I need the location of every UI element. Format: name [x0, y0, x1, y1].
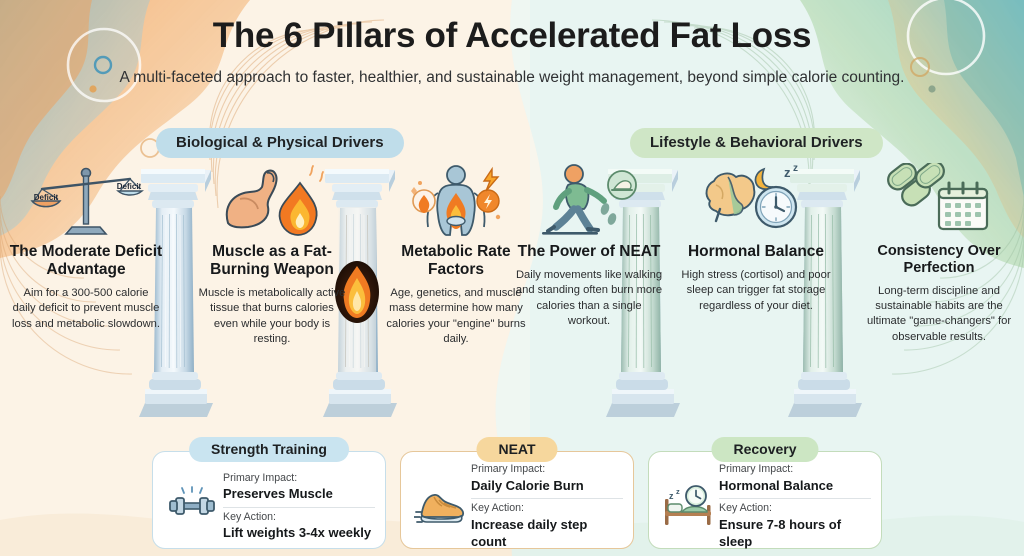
chain-calendar-icon — [855, 163, 1023, 237]
card-2-badge: NEAT — [476, 437, 558, 462]
page-subtitle: A multi-faceted approach to faster, heal… — [119, 69, 905, 87]
card-2-action-row: Key Action: Increase daily step count — [471, 497, 623, 554]
card-strength-training[interactable]: Primary Impact: Preserves Muscle Key Act… — [152, 451, 386, 549]
svg-text:z: z — [784, 165, 791, 180]
running-shoe-icon — [409, 474, 471, 526]
pillar-1-title: The Moderate Deficit Advantage — [9, 243, 163, 279]
card-3-action-label: Key Action: — [719, 501, 772, 514]
page-title: The 6 Pillars of Accelerated Fat Loss — [212, 16, 812, 55]
pillar-6: Consistency Over Perfection Long-term di… — [855, 163, 1023, 345]
pillar-2: Muscle as a Fat-Burning Weapon Muscle is… — [188, 163, 356, 347]
svg-text:z: z — [676, 487, 680, 496]
pillar-4-description: Daily movements like walking and standin… — [515, 269, 663, 327]
card-3-action-row: Key Action: Ensure 7-8 hours of sleep — [719, 497, 871, 554]
card-1-action-row: Key Action: Lift weights 3-4x weekly — [223, 506, 375, 546]
card-3-impact-value: Hormonal Balance — [719, 477, 834, 493]
card-2-body: Primary Impact: Daily Calorie Burn Key A… — [471, 446, 623, 554]
section-header-biological: Biological & Physical Drivers — [156, 128, 404, 158]
pillar-4: The Power of NEAT Daily movements like w… — [505, 163, 673, 329]
brain-clock-moon-icon: z z — [672, 163, 840, 237]
card-1-impact-label: Primary Impact: — [223, 471, 298, 484]
walking-person-icon — [505, 163, 673, 237]
card-3-badge: Recovery — [711, 437, 819, 462]
pillar-5: z z Hormonal Balance High stress (cortis… — [672, 163, 840, 314]
pillar-4-title: The Power of NEAT — [517, 243, 661, 260]
pillar-3: Metabolic Rate Factors Age, genetics, an… — [372, 163, 540, 347]
pillar-5-title: Hormonal Balance — [687, 243, 825, 260]
balance-scale-icon: Deficit Deficit — [2, 163, 170, 237]
svg-text:z: z — [669, 491, 674, 501]
pillar-1: Deficit Deficit The Moderate Deficit Adv… — [2, 163, 170, 332]
dumbbell-icon — [161, 474, 223, 526]
pillar-1-description: Aim for a 300-500 calorie daily deficit … — [12, 287, 160, 330]
card-1-action-value: Lift weights 3-4x weekly — [223, 525, 372, 541]
header: The 6 Pillars of Accelerated Fat Loss A … — [0, 16, 1024, 89]
pillar-5-description: High stress (cortisol) and poor sleep ca… — [681, 269, 831, 312]
pillar-6-title: Consistency Over Perfection — [877, 243, 1001, 276]
card-1-action-label: Key Action: — [223, 510, 276, 523]
card-2-impact-label: Primary Impact: — [471, 463, 546, 475]
column-4 — [787, 168, 863, 418]
card-2-action-value: Increase daily step count — [471, 516, 588, 549]
card-3-impact-row: Primary Impact: Hormonal Balance — [719, 460, 871, 498]
card-1-impact-row: Primary Impact: Preserves Muscle — [223, 469, 375, 507]
card-recovery[interactable]: z z Primary Impact: Hormonal Balance Key… — [648, 451, 882, 549]
pillar-3-title: Metabolic Rate Factors — [401, 243, 511, 279]
pillar-3-description: Age, genetics, and muscle mass determine… — [386, 287, 526, 345]
card-3-impact-label: Primary Impact: — [719, 463, 794, 475]
pillar-6-description: Long-term discipline and sustainable hab… — [866, 284, 1012, 343]
card-1-body: Primary Impact: Preserves Muscle Key Act… — [223, 455, 375, 546]
card-3-body: Primary Impact: Hormonal Balance Key Act… — [719, 446, 871, 554]
card-1-badge: Strength Training — [189, 437, 349, 462]
section-header-lifestyle: Lifestyle & Behavioral Drivers — [630, 128, 883, 158]
bed-sleep-clock-icon: z z — [657, 473, 719, 527]
summary-cards: Strength Training Primary Impact: Pre — [0, 437, 1024, 549]
pillars-container: Deficit Deficit The Moderate Deficit Adv… — [0, 163, 1024, 428]
card-neat[interactable]: Primary Impact: Daily Calorie Burn Key A… — [400, 451, 634, 549]
card-2-impact-row: Primary Impact: Daily Calorie Burn — [471, 460, 623, 498]
svg-text:z: z — [793, 163, 798, 174]
flexed-bicep-flame-icon — [188, 163, 356, 237]
pillar-2-description: Muscle is metabolically active tissue th… — [198, 287, 346, 345]
stone-columns-art — [138, 168, 863, 418]
card-1-impact-value: Preserves Muscle — [223, 486, 333, 502]
card-3-action-value: Ensure 7-8 hours of sleep — [719, 516, 842, 549]
card-2-impact-value: Daily Calorie Burn — [471, 477, 584, 493]
body-metabolism-flame-icon — [372, 163, 540, 237]
svg-text:Deficit: Deficit — [34, 193, 59, 202]
column-2 — [322, 168, 398, 418]
pillar-2-title: Muscle as a Fat-Burning Weapon — [210, 243, 334, 279]
card-2-action-label: Key Action: — [471, 501, 524, 514]
svg-text:Deficit: Deficit — [117, 182, 142, 191]
